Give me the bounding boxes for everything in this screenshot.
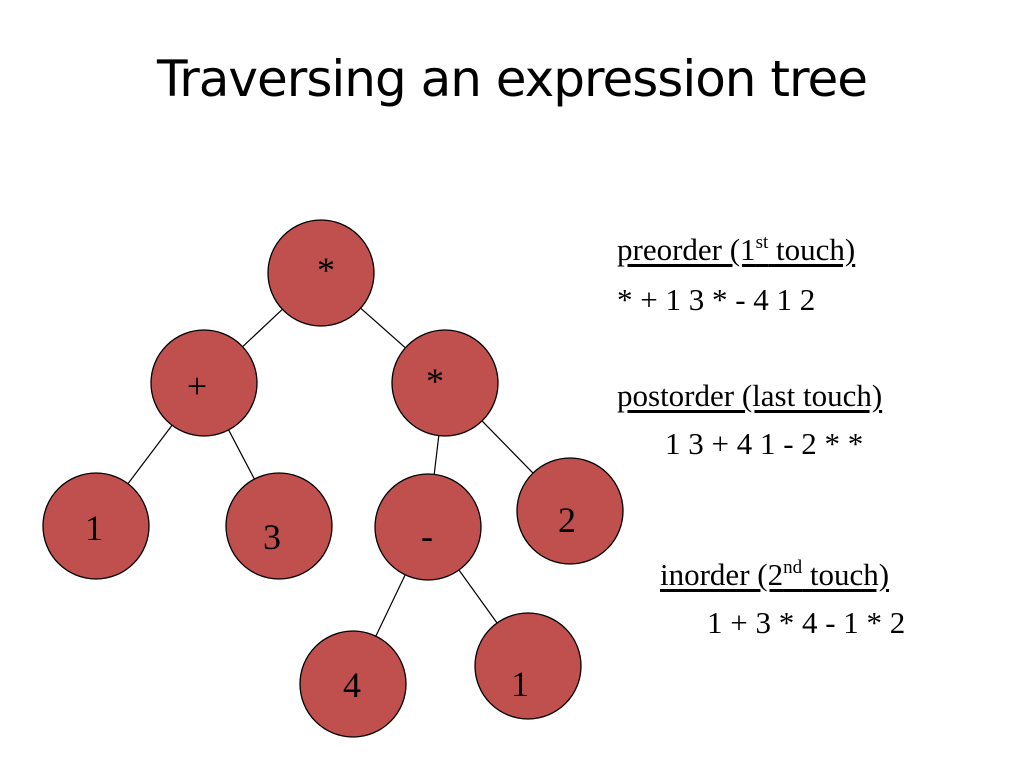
postorder-sequence: 1 3 + 4 1 - 2 * * [665,426,864,461]
tree-node-times2: * [391,329,499,437]
tree-edge-times2-two [481,420,534,474]
tree-node-minus: - [374,473,482,581]
preorder-heading: preorder (1st touch) [617,232,856,267]
tree-node-circle [391,329,499,437]
tree-node-label: + [187,366,207,406]
tree-node-label: * [317,250,335,290]
tree-node-label: 4 [343,665,361,705]
tree-node-label: 1 [511,664,529,704]
tree-edge-times2-minus [433,435,440,475]
tree-node-one_a: 1 [42,472,150,580]
tree-node-circle [474,612,582,720]
tree-edge-root-plus [242,308,283,348]
tree-node-circle [150,329,258,437]
tree-node-label: - [421,516,433,556]
tree-node-circle [516,457,624,565]
tree-node-four: 4 [299,630,407,738]
tree-node-circle [299,630,407,738]
tree-node-label: 1 [85,508,103,548]
tree-edge-plus-one_a [127,424,173,485]
tree-node-root: * [267,219,375,327]
preorder-sequence: * + 1 3 * - 4 1 2 [617,282,816,317]
tree-edge-minus-one_b [458,569,498,624]
slide-title: Traversing an expression tree [157,50,868,108]
tree-node-one_b: 1 [474,612,582,720]
inorder-sequence: 1 + 3 * 4 - 1 * 2 [707,605,906,640]
tree-node-label: * [426,361,444,401]
postorder-heading: postorder (last touch) [617,378,883,413]
tree-edge-plus-three [228,429,255,480]
tree-node-two: 2 [516,457,624,565]
tree-node-label: 3 [263,517,281,557]
tree-node-circle [374,473,482,581]
tree-edge-minus-four [375,574,406,637]
tree-edge-root-times2 [360,307,406,349]
inorder-heading: inorder (2nd touch) [660,557,890,592]
tree-node-three: 3 [225,472,333,580]
tree-node-circle [267,219,375,327]
tree-node-circle [225,472,333,580]
tree-node-plus: + [150,329,258,437]
tree-node-circle [42,472,150,580]
tree-node-label: 2 [558,500,576,540]
